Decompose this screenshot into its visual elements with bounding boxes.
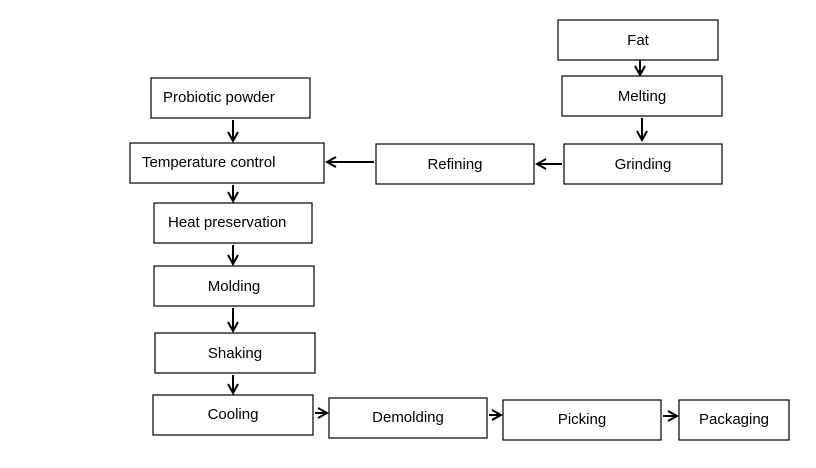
- node-temperature-control: Temperature control: [129, 142, 325, 184]
- node-shaking-label: Shaking: [208, 345, 262, 362]
- node-probiotic-powder: Probiotic powder: [150, 77, 311, 119]
- node-grinding-label: Grinding: [615, 156, 672, 173]
- node-cooling-label: Cooling: [208, 406, 259, 423]
- node-heat-preservation-label: Heat preservation: [168, 214, 286, 231]
- node-grinding: Grinding: [563, 143, 723, 185]
- node-molding-label: Molding: [208, 278, 261, 295]
- node-temperature-control-label: Temperature control: [142, 154, 275, 171]
- node-melting-label: Melting: [618, 88, 666, 105]
- node-packaging: Packaging: [678, 399, 790, 441]
- node-refining: Refining: [375, 143, 535, 185]
- node-demolding: Demolding: [328, 397, 488, 439]
- node-cooling: Cooling: [152, 394, 314, 436]
- node-refining-label: Refining: [427, 156, 482, 173]
- node-shaking: Shaking: [154, 332, 316, 374]
- connector-layer: [233, 60, 677, 416]
- node-melting: Melting: [561, 75, 723, 117]
- node-fat-label: Fat: [627, 32, 650, 49]
- node-fat: Fat: [557, 19, 719, 61]
- node-heat-preservation: Heat preservation: [153, 202, 313, 244]
- node-picking-label: Picking: [558, 411, 606, 428]
- node-picking: Picking: [502, 399, 662, 441]
- node-packaging-label: Packaging: [699, 411, 769, 428]
- node-demolding-label: Demolding: [372, 409, 444, 426]
- node-probiotic-powder-label: Probiotic powder: [163, 89, 275, 106]
- node-molding: Molding: [153, 265, 315, 307]
